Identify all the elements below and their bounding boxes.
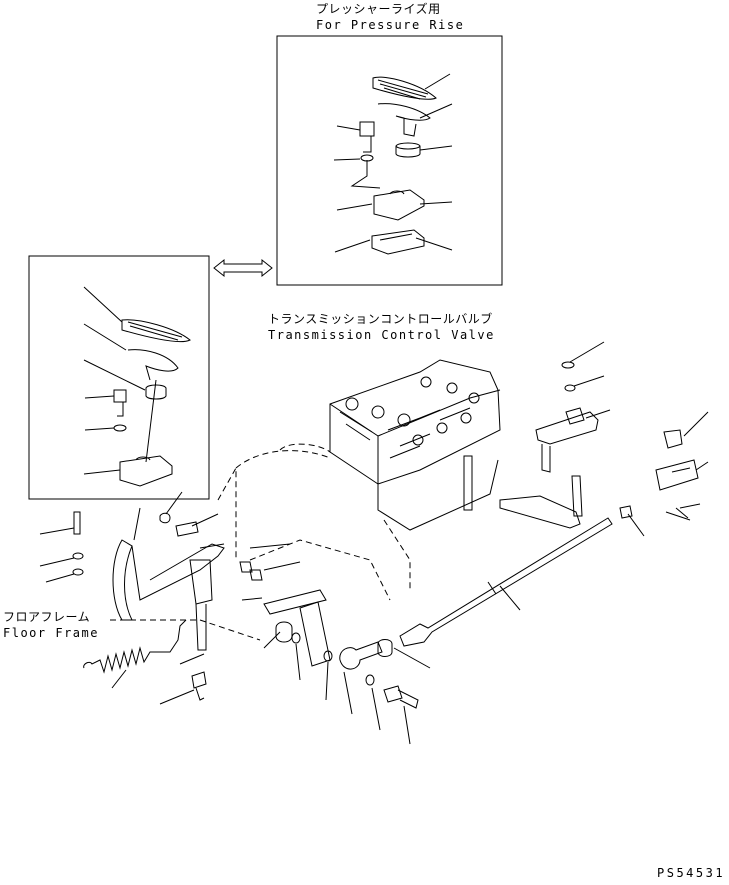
shift-linkage	[500, 362, 698, 528]
standard-detail-box	[29, 256, 209, 499]
tcv-label-jp: トランスミッションコントロールバルブ	[268, 312, 493, 326]
pressure-rise-label-en: For Pressure Rise	[316, 18, 465, 32]
pressure-rise-detail-box	[277, 36, 502, 285]
control-rod	[400, 506, 632, 646]
return-spring	[84, 620, 206, 700]
rod-end-parts	[276, 622, 418, 708]
standard-pedal-parts	[84, 287, 190, 486]
tcv-label-en: Transmission Control Valve	[268, 328, 495, 342]
part-code: PS54531	[657, 866, 726, 880]
pedal-lever-assembly	[73, 508, 330, 666]
pressure-rise-parts	[334, 74, 452, 254]
pressure-rise-label-jp: プレッシャーライズ用	[316, 2, 441, 16]
transmission-housing	[110, 444, 410, 640]
floor-frame-label-jp: フロアフレーム	[3, 610, 91, 624]
floor-frame-label-en: Floor Frame	[3, 626, 99, 640]
transmission-control-valve	[330, 360, 500, 530]
interchange-arrow	[214, 260, 272, 276]
leader-lines	[40, 342, 708, 744]
